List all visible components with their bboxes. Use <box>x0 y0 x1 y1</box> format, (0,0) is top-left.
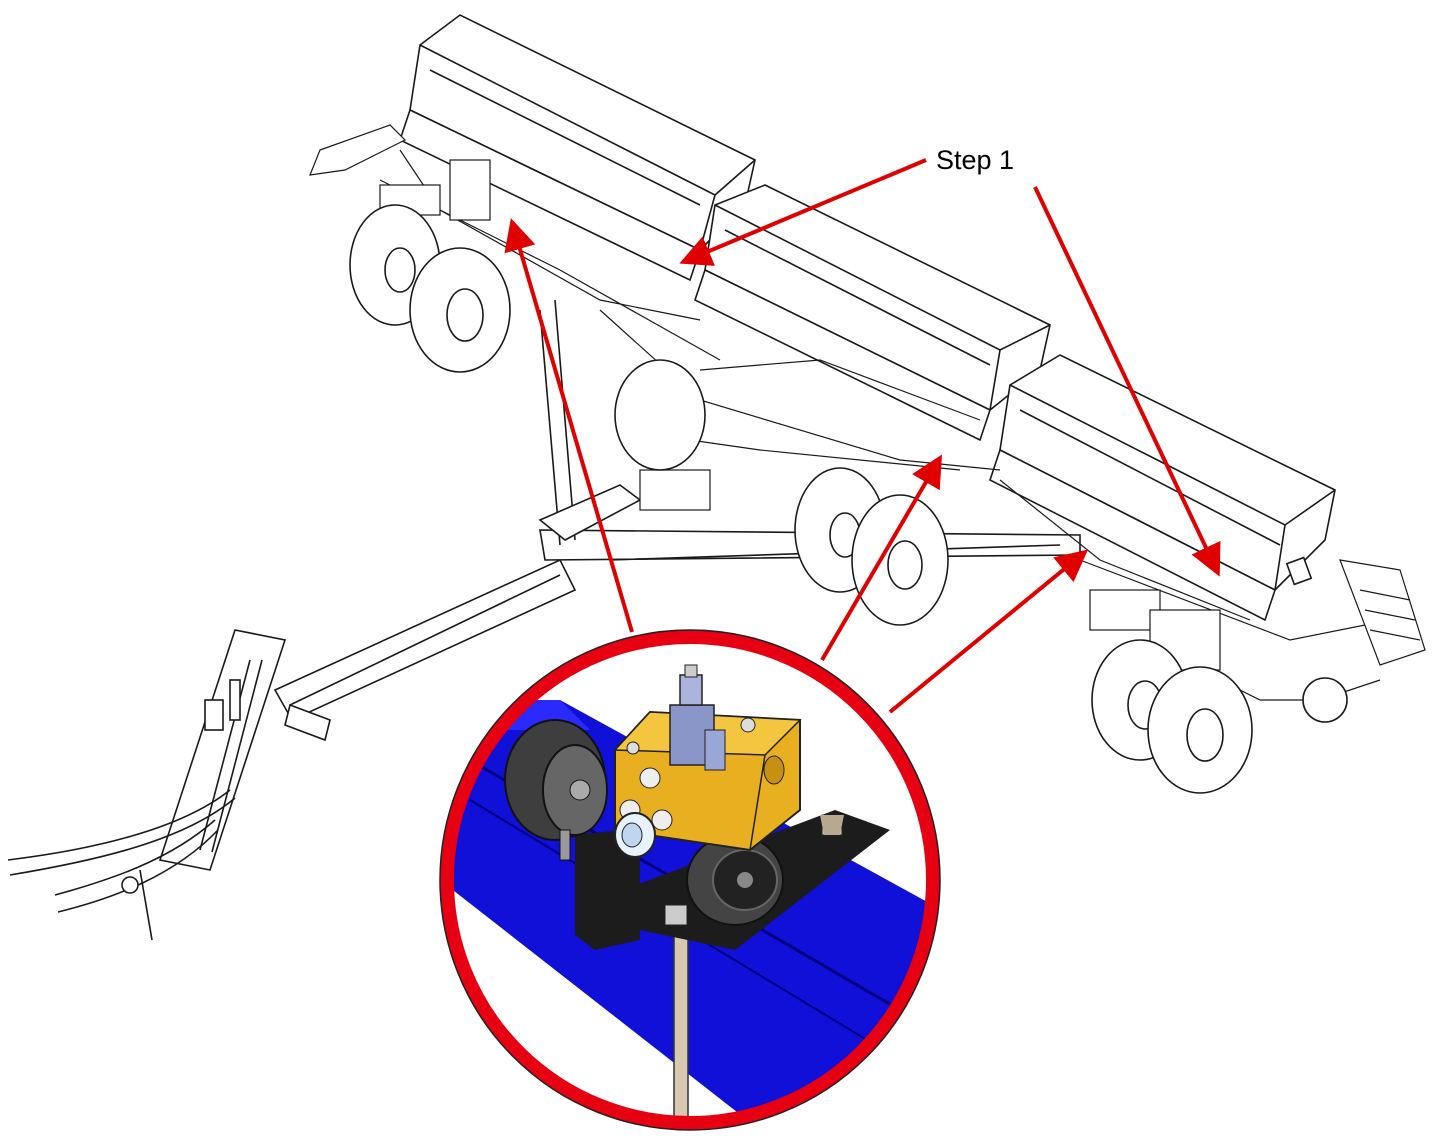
hopper-middle <box>694 184 1051 442</box>
hitch-tongue <box>7 558 577 941</box>
detail-callout <box>439 629 941 1131</box>
hydraulic-motor-left <box>504 719 608 861</box>
detail-leader-left <box>504 218 634 633</box>
cartridge-valve <box>669 664 726 771</box>
row-units <box>309 124 1426 701</box>
detail-leader-middle <box>820 454 943 662</box>
hose-fitting <box>614 812 656 858</box>
leader-arrows <box>504 158 1221 714</box>
hopper-left <box>399 14 756 282</box>
mounting-rod <box>673 929 689 1123</box>
right-leader-arrow <box>1033 186 1221 577</box>
detail-leader-right <box>888 549 1089 714</box>
drill-line-drawing <box>7 14 1426 941</box>
step1-leader-arrow <box>679 158 927 266</box>
step-1-label: Step 1 <box>936 145 1015 175</box>
hopper-right <box>989 354 1336 622</box>
wheels <box>349 204 1348 794</box>
